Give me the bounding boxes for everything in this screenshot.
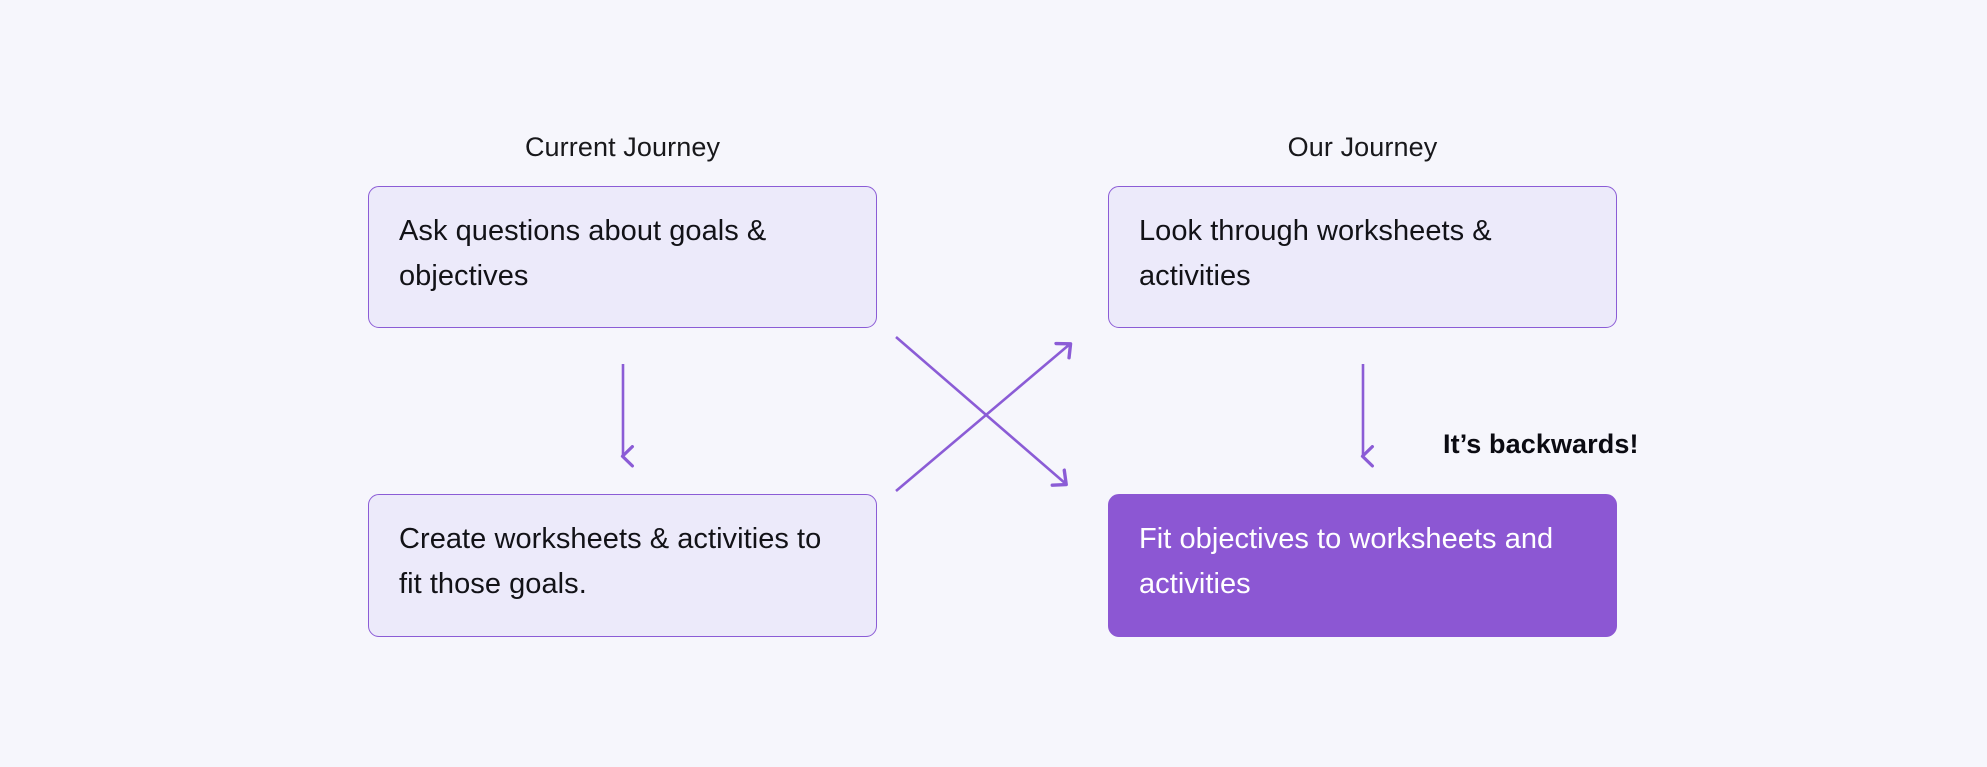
arrow-cross-descending: [895, 336, 1066, 484]
annotation-its-backwards: It’s backwards!: [1443, 429, 1639, 459]
arrow-cross-ascending: [895, 344, 1070, 492]
step-box-current-1-label: Ask questions about goals & objectives: [399, 215, 767, 292]
step-box-our-2[interactable]: Fit objectives to worksheets and activit…: [1108, 494, 1617, 637]
step-box-current-2-label: Create worksheets & activities to fit th…: [399, 523, 822, 600]
column-title-current-journey: Current Journey: [524, 132, 721, 162]
step-box-current-1[interactable]: Ask questions about goals & objectives: [368, 186, 877, 328]
step-box-current-2[interactable]: Create worksheets & activities to fit th…: [368, 494, 877, 637]
step-box-our-1-label: Look through worksheets & activities: [1139, 215, 1492, 292]
column-title-our-journey: Our Journey: [1287, 132, 1438, 162]
step-box-our-2-label: Fit objectives to worksheets and activit…: [1139, 523, 1554, 600]
step-box-our-1[interactable]: Look through worksheets & activities: [1108, 186, 1617, 328]
